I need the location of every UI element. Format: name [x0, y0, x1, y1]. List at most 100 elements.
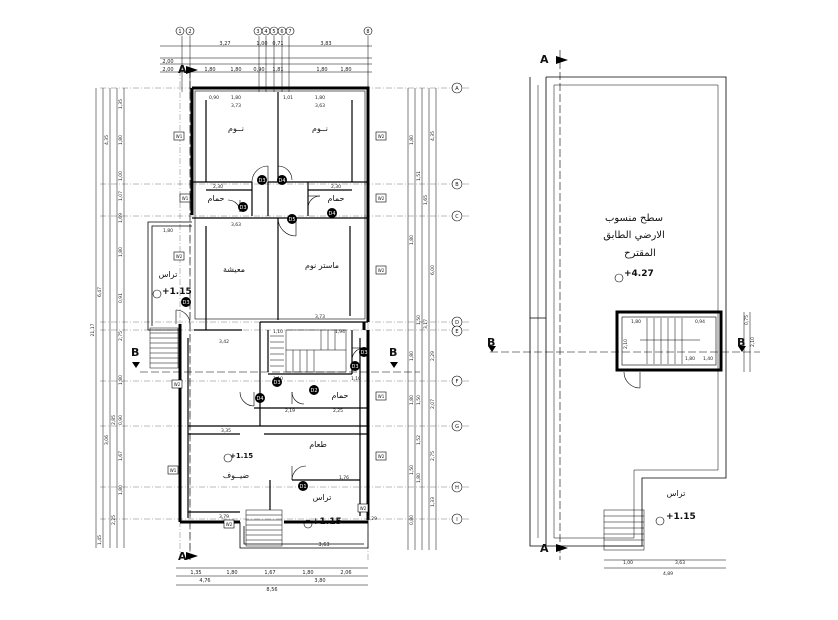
dim-int-22: 2,29: [367, 516, 377, 522]
roof-terrace-label: تراس: [667, 489, 686, 498]
dim-left-10: 21,17: [90, 323, 96, 336]
dim-bottom-4: 1,80: [302, 570, 313, 576]
dim-right-4: 1,65: [423, 195, 429, 205]
dim-top-8: 1,80: [316, 67, 327, 73]
dim-int-17: 2,19: [285, 408, 295, 414]
grid-label-3: 3: [256, 29, 259, 35]
dim-right-15: 1,50: [409, 465, 415, 475]
dim-int-3: 1,01: [283, 95, 293, 101]
room-label-living: معيشة: [223, 265, 245, 274]
roof-dim-2: 3,63: [675, 560, 685, 566]
dim-int-14: 1,94: [335, 329, 345, 335]
grid-label-1: 1: [178, 29, 181, 35]
roof-title-line1: سطح منسوب: [605, 213, 663, 224]
dim-right-11: 1,80: [409, 351, 415, 361]
section-b-arrows-left: [132, 362, 398, 368]
dim-left-3: 1,80: [118, 135, 124, 145]
door-tag-9: D2: [310, 388, 317, 394]
dim-left-9: 0,91: [118, 293, 124, 303]
dim-left-15: 3,06: [104, 435, 110, 445]
dim-int-11: 1,80: [163, 228, 173, 234]
dim-left-19: 1,45: [97, 535, 103, 545]
door-tag-5: D5: [288, 217, 295, 223]
grid-label-4: 4: [264, 29, 267, 35]
dim-bottom-6: 4,76: [199, 578, 210, 584]
grid-label-2: 2: [188, 29, 191, 35]
dim-left-11: 2,75: [118, 331, 124, 341]
dim-top-1: 3,27: [219, 41, 230, 47]
dim-int-8: 2,30: [331, 184, 341, 190]
door-tag-12: D1: [299, 484, 306, 490]
dim-int-6: 3,63: [315, 103, 325, 109]
roof-title-line2: الارضي الطابق: [603, 230, 665, 241]
dim-left-17: 1,80: [118, 485, 124, 495]
dim-left-14: 0,90: [118, 415, 124, 425]
window-tag-1: W1: [176, 134, 183, 139]
dim-top-11: 1,80: [340, 67, 351, 73]
dim-left-16: 1,67: [118, 451, 124, 461]
door-tag-7: D3: [360, 350, 367, 356]
dim-left-12: 1,80: [118, 375, 124, 385]
level-labels: +1.15 +1.15 +1.15: [162, 287, 342, 527]
dim-top-7: 1,81: [272, 67, 283, 73]
dim-top-2: 1,00: [256, 41, 267, 47]
dim-right-7: 1,50: [416, 315, 422, 325]
room-label-bath-left: حمام: [208, 194, 225, 203]
window-tag-4: W2: [378, 196, 385, 201]
dim-bottom-9: 3,63: [318, 542, 329, 548]
grid-label-d: D: [455, 320, 459, 326]
dim-right-17: 1,80: [416, 473, 422, 483]
door-tags: [181, 175, 369, 491]
window-tag-8: W1: [378, 394, 385, 399]
dim-int-13: 1,10: [273, 329, 283, 335]
dim-int-16: 1,10: [351, 376, 361, 382]
roof-dim-9: 2,10: [750, 337, 756, 347]
room-label-bedroom-right: نــوم: [312, 124, 328, 133]
room-label-terrace-west: تراس: [159, 270, 178, 279]
roof-level: +4.27: [624, 269, 654, 279]
grid-label-b: B: [455, 182, 459, 188]
window-tags: [167, 131, 387, 529]
window-tag-3: W1: [182, 196, 189, 201]
dim-int-18: 2,25: [333, 408, 343, 414]
bottom-dimensions: 1,35 1,80 1,67 1,80 2,06 4,76 3,80 8,56 …: [190, 542, 351, 593]
section-marks-right: A A B B: [487, 53, 745, 555]
dim-bottom-3: 1,67: [264, 570, 275, 576]
left-floor-plan: [95, 36, 470, 586]
grid-label-g: G: [455, 424, 459, 430]
dim-left-7: 1,69: [118, 213, 124, 223]
dim-left-13: 2,85: [111, 415, 117, 425]
dim-top-4: 3,83: [320, 41, 331, 47]
dim-left-6: 1,07: [118, 191, 124, 201]
dim-top-10: 1,80: [204, 67, 215, 73]
room-label-bath-mid: حمام: [328, 194, 345, 203]
grid-label-8: 8: [366, 29, 369, 35]
dim-left-5: 6,47: [97, 287, 103, 297]
door-tag-1: D3: [258, 178, 265, 184]
roof-dim-10: 1,40: [703, 356, 713, 362]
dim-int-7: 2,30: [213, 184, 223, 190]
dim-int-10: 3,73: [315, 314, 325, 320]
section-marks-left: A A B B: [131, 63, 397, 563]
grid-bubbles-top: [175, 26, 373, 36]
dim-right-14: 1,52: [416, 435, 422, 445]
room-label-master: ماستر نوم: [305, 261, 339, 270]
right-side-dimensions: 4,35 1,80 1,51 1,65 6,00 1,80 1,50 2,29 …: [409, 131, 436, 525]
room-label-dining: طعام: [309, 440, 327, 449]
room-labels: نــوم نــوم حمام حمام معيشة ماستر نوم تر…: [159, 124, 349, 502]
top-dimensions: 3,27 1,00 0,71 3,83 1,80 0,90 1,81 1,80 …: [162, 41, 351, 73]
roof-dim-3: 4,89: [663, 571, 673, 577]
dim-right-13: 1,80: [409, 395, 415, 405]
window-tag-5: W2: [176, 254, 183, 259]
dim-right-5: 6,00: [430, 265, 436, 275]
interior-dimensions: 1,80 0,90 1,01 1,80 3,73 3,63 2,30 2,30 …: [163, 95, 377, 522]
dim-right-19: 0,80: [409, 515, 415, 525]
dim-right-9: 2,07: [430, 399, 436, 409]
grid-label-c: C: [455, 214, 459, 220]
section-arrow-a-top-right: [556, 56, 568, 64]
grid-label-h: H: [455, 485, 459, 491]
level-guests: +1.15: [230, 452, 253, 460]
dim-int-19: 3,35: [221, 428, 231, 434]
dim-top-9: 2,00: [162, 59, 173, 65]
